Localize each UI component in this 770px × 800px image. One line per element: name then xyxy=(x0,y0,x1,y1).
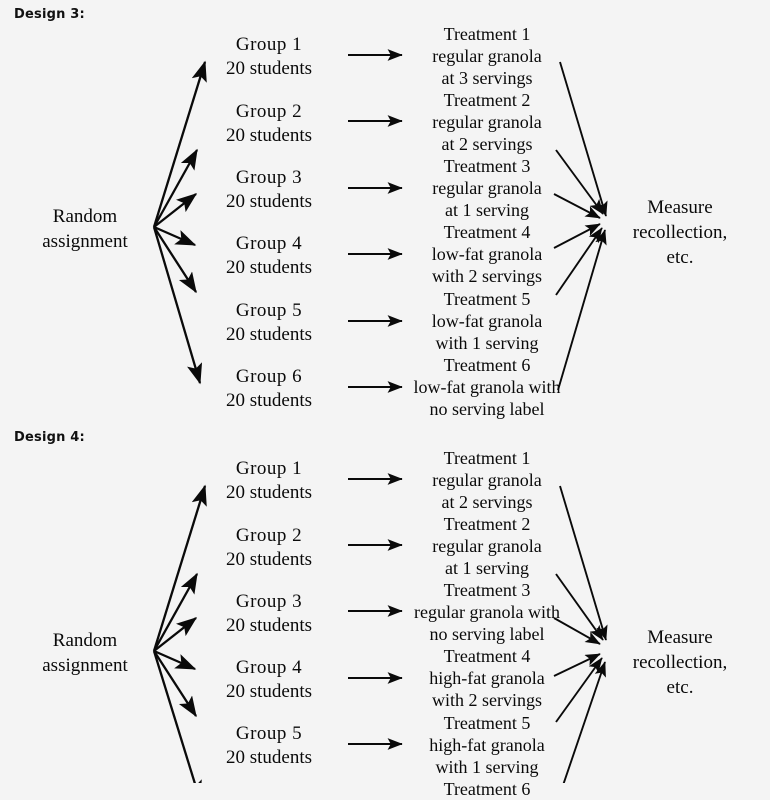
design-4-treatment-3: Treatment 3 regular granola with no serv… xyxy=(392,579,582,645)
group-label: Group 4 xyxy=(235,657,303,678)
treatment-title: Treatment 5 xyxy=(443,713,531,733)
group-label: Group 2 xyxy=(235,101,303,122)
group-size: 20 students xyxy=(225,615,313,636)
treatment-line-3: no serving label xyxy=(429,624,545,644)
measure-line-2: recollection, xyxy=(632,222,728,243)
treatment-line-3: no serving label xyxy=(429,399,545,419)
treatment-title: Treatment 1 xyxy=(443,24,531,44)
treatment-line-3: at 1 serving xyxy=(445,200,529,220)
measure-line-1: Measure xyxy=(647,627,713,648)
treatment-title: Treatment 2 xyxy=(443,90,531,110)
design-4-header: Design 4: xyxy=(14,430,85,445)
treatment-line-2: regular granola xyxy=(432,470,542,490)
treatment-title: Treatment 5 xyxy=(443,289,531,309)
design-4-group-5: Group 5 20 students xyxy=(204,722,334,770)
group-label: Group 6 xyxy=(235,366,303,387)
treatment-title: Treatment 4 xyxy=(443,646,531,666)
design-4-treatment-5: Treatment 5 high-fat granola with 1 serv… xyxy=(392,712,582,778)
random-assignment-line-1: Random xyxy=(52,206,118,227)
random-assignment-line-1: Random xyxy=(52,630,118,651)
design-4-treatment-6-clipped: Treatment 6 xyxy=(392,778,582,800)
group-size: 20 students xyxy=(225,191,313,212)
treatment-title: Treatment 6 xyxy=(443,355,531,375)
group-size: 20 students xyxy=(225,125,313,146)
group-label: Group 3 xyxy=(235,591,303,612)
group-label: Group 5 xyxy=(235,723,303,744)
treatment-line-2: regular granola xyxy=(432,46,542,66)
group-label: Group 4 xyxy=(235,233,303,254)
group-size: 20 students xyxy=(225,257,313,278)
treatment-line-3: with 2 servings xyxy=(432,690,542,710)
design-3-random-assignment-label: Random assignment xyxy=(10,204,160,254)
random-assignment-line-2: assignment xyxy=(42,231,128,252)
treatment-title: Treatment 1 xyxy=(443,448,531,468)
design-4-measure-outcome: Measure recollection, etc. xyxy=(620,625,740,700)
design-3-measure-outcome: Measure recollection, etc. xyxy=(620,195,740,270)
group-label: Group 1 xyxy=(235,458,303,479)
treatment-line-3: at 3 servings xyxy=(441,68,533,88)
design4-fanout-arrows xyxy=(152,484,207,783)
design-3-treatment-6: Treatment 6 low-fat granola with no serv… xyxy=(392,354,582,420)
group-label: Group 1 xyxy=(235,34,303,55)
design-3-group-4: Group 4 20 students xyxy=(204,232,334,280)
design-3-group-6: Group 6 20 students xyxy=(204,365,334,413)
treatment-title: Treatment 6 xyxy=(443,779,531,799)
treatment-line-3: at 2 servings xyxy=(441,134,533,154)
group-label: Group 2 xyxy=(235,525,303,546)
treatment-title: Treatment 2 xyxy=(443,514,531,534)
treatment-line-3: with 1 serving xyxy=(435,757,539,777)
treatment-line-2: high-fat granola xyxy=(429,668,545,688)
group-label: Group 3 xyxy=(235,167,303,188)
design-3-group-1: Group 1 20 students xyxy=(204,33,334,81)
treatment-title: Treatment 4 xyxy=(443,222,531,242)
treatment-line-2: low-fat granola with xyxy=(413,377,561,397)
treatment-title: Treatment 3 xyxy=(443,156,531,176)
treatment-line-2: high-fat granola xyxy=(429,735,545,755)
measure-line-2: recollection, xyxy=(632,652,728,673)
design-3-treatment-5: Treatment 5 low-fat granola with 1 servi… xyxy=(392,288,582,354)
design-3-group-3: Group 3 20 students xyxy=(204,166,334,214)
treatment-line-2: regular granola with xyxy=(414,602,560,622)
treatment-title: Treatment 3 xyxy=(443,580,531,600)
random-assignment-line-2: assignment xyxy=(42,655,128,676)
group-size: 20 students xyxy=(225,549,313,570)
design-4-treatment-2: Treatment 2 regular granola at 1 serving xyxy=(392,513,582,579)
group-size: 20 students xyxy=(225,747,313,768)
group-size: 20 students xyxy=(225,390,313,411)
treatment-line-3: at 1 serving xyxy=(445,558,529,578)
design-4-group-1: Group 1 20 students xyxy=(204,457,334,505)
group-size: 20 students xyxy=(225,681,313,702)
design-4-treatment-1: Treatment 1 regular granola at 2 serving… xyxy=(392,447,582,513)
group-size: 20 students xyxy=(225,482,313,503)
measure-line-1: Measure xyxy=(647,197,713,218)
design-4-group-4: Group 4 20 students xyxy=(204,656,334,704)
design-4-group-3: Group 3 20 students xyxy=(204,590,334,638)
design-3-treatment-3: Treatment 3 regular granola at 1 serving xyxy=(392,155,582,221)
design-3-treatment-2: Treatment 2 regular granola at 2 serving… xyxy=(392,89,582,155)
design-3-group-2: Group 2 20 students xyxy=(204,100,334,148)
design-3-treatment-4: Treatment 4 low-fat granola with 2 servi… xyxy=(392,221,582,287)
measure-line-3: etc. xyxy=(666,247,694,268)
treatment-line-2: regular granola xyxy=(432,178,542,198)
design-3-treatment-1: Treatment 1 regular granola at 3 serving… xyxy=(392,23,582,89)
design-4-group-2: Group 2 20 students xyxy=(204,524,334,572)
treatment-line-3: with 2 servings xyxy=(432,266,542,286)
treatment-line-2: low-fat granola xyxy=(431,311,543,331)
treatment-line-3: with 1 serving xyxy=(435,333,539,353)
design3-fanout-arrows xyxy=(152,60,207,385)
design-3-header: Design 3: xyxy=(14,7,85,22)
treatment-line-2: regular granola xyxy=(432,112,542,132)
treatment-line-2: low-fat granola xyxy=(431,244,543,264)
treatment-line-2: regular granola xyxy=(432,536,542,556)
design-4-random-assignment-label: Random assignment xyxy=(10,628,160,678)
group-label: Group 5 xyxy=(235,300,303,321)
group-size: 20 students xyxy=(225,58,313,79)
diagram-canvas: Design 3: Random assignment Group 1 20 s… xyxy=(10,7,740,799)
design-4-treatment-4: Treatment 4 high-fat granola with 2 serv… xyxy=(392,645,582,711)
measure-line-3: etc. xyxy=(666,677,694,698)
treatment-line-3: at 2 servings xyxy=(441,492,533,512)
design-3-group-5: Group 5 20 students xyxy=(204,299,334,347)
group-size: 20 students xyxy=(225,324,313,345)
